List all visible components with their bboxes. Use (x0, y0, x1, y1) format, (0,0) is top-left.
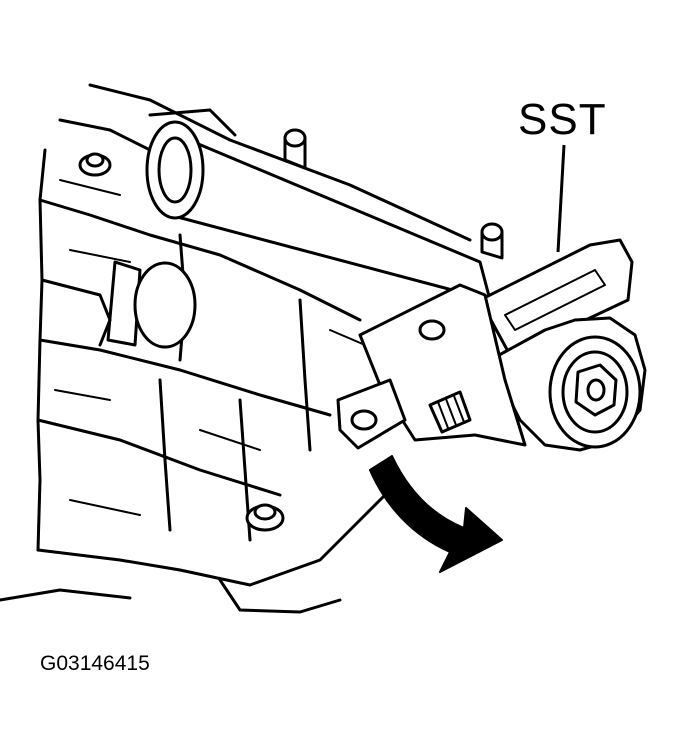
sst-callout-label: SST (518, 95, 607, 144)
sst-tool (336, 238, 647, 452)
engine-block (0, 83, 504, 614)
callout-leader-line (556, 144, 566, 253)
rotation-arrow-icon (369, 455, 503, 573)
figure-id: G03146415 (40, 652, 150, 675)
shaft (145, 108, 492, 302)
